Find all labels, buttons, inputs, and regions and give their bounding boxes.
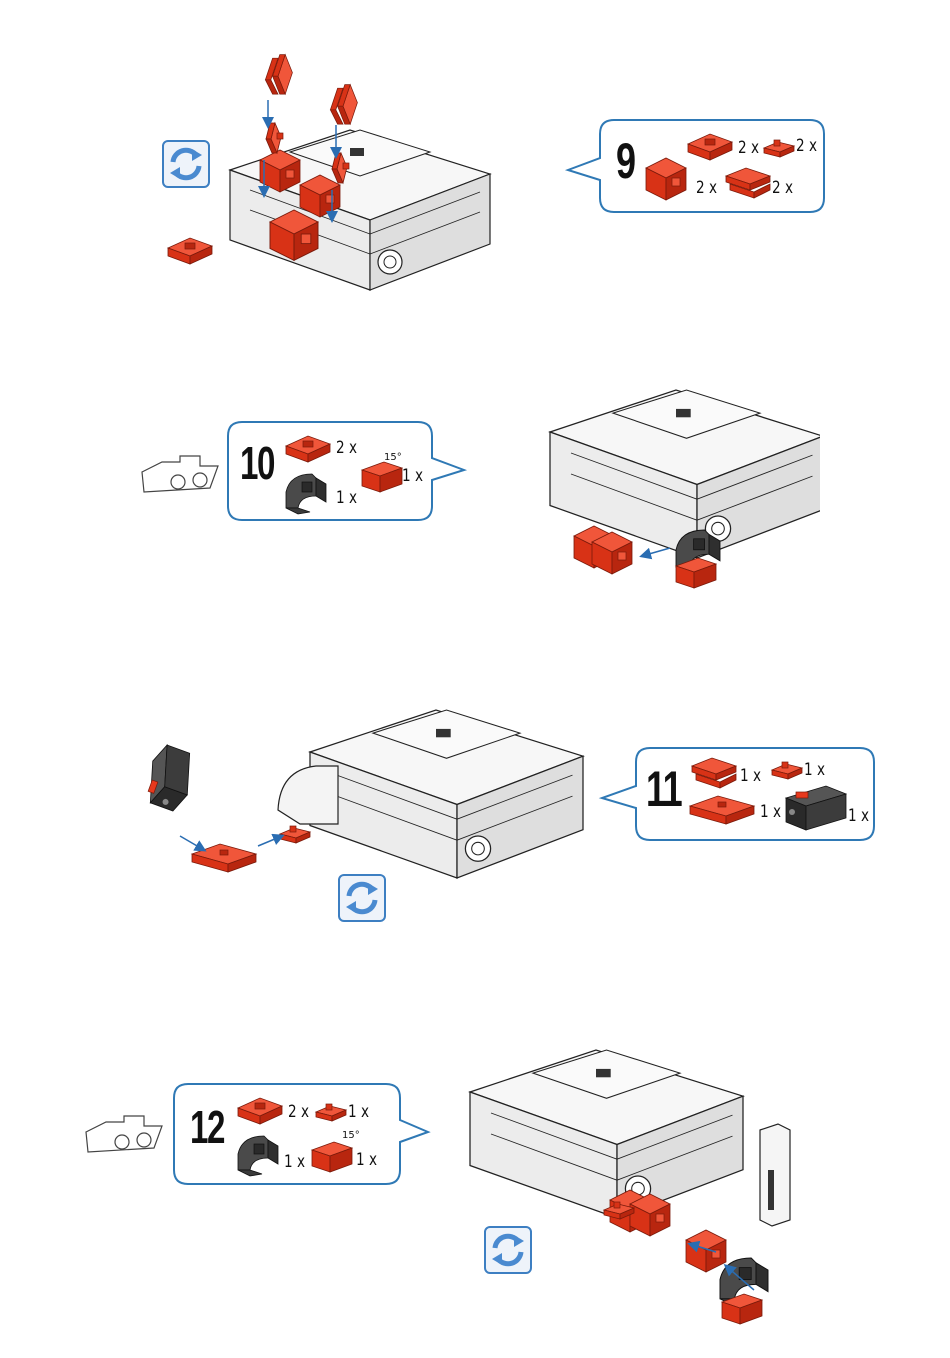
- part-quantity: 2 x: [772, 178, 793, 198]
- step-12-parts-callout: 12 2 x 1 x 1 x 15° 1 x: [172, 1082, 432, 1188]
- part-search-puzzle-icon: [140, 452, 220, 494]
- red-small-connector-icon: [316, 1104, 346, 1122]
- red-double-clip-icon: [692, 756, 736, 788]
- part-quantity: 2 x: [288, 1102, 309, 1122]
- step-number: 11: [646, 760, 681, 818]
- step-11-parts-callout: 11 1 x 1 x 1 x 1 x: [600, 746, 878, 844]
- black-mini-switch-icon: [786, 786, 846, 832]
- part-quantity: 1 x: [740, 766, 761, 786]
- part-quantity: 1 x: [336, 488, 357, 508]
- part-quantity: 2 x: [738, 138, 759, 158]
- red-double-clip-icon: [726, 166, 770, 198]
- red-small-connector-icon: [772, 762, 802, 780]
- step-9-parts-callout: 9 2 x 2 x 2 x 2 x: [566, 118, 828, 216]
- step-9-model-illustration: [160, 50, 540, 320]
- part-quantity: 1 x: [848, 806, 869, 826]
- angle-label: 15°: [342, 1130, 360, 1141]
- rotate-model-icon: [484, 1226, 532, 1274]
- part-quantity: 1 x: [284, 1152, 305, 1172]
- step-number: 10: [240, 436, 274, 490]
- part-quantity: 2 x: [336, 438, 357, 458]
- part-quantity: 2 x: [696, 178, 717, 198]
- red-flat-plate-icon: [238, 1098, 282, 1124]
- part-quantity: 2 x: [796, 136, 817, 156]
- part-search-puzzle-icon: [84, 1112, 164, 1154]
- step-number: 9: [616, 132, 635, 190]
- red-small-connector-icon: [764, 140, 794, 158]
- part-quantity: 1 x: [760, 802, 781, 822]
- step-10-model-illustration: [510, 380, 820, 600]
- red-flat-plate-icon: [688, 134, 732, 160]
- part-quantity: 1 x: [804, 760, 825, 780]
- red-flat-plate-icon: [286, 436, 330, 462]
- rotate-model-icon: [338, 874, 386, 922]
- step-12-model-illustration: [460, 1040, 810, 1350]
- part-quantity: 1 x: [402, 466, 423, 486]
- red-long-plate-icon: [690, 796, 754, 826]
- black-arc-block-icon: [238, 1136, 278, 1176]
- red-building-block-icon: [646, 158, 686, 200]
- step-number: 12: [190, 1100, 224, 1154]
- part-quantity: 1 x: [348, 1102, 369, 1122]
- step-10-parts-callout: 10 2 x 15° 1 x 1 x: [226, 420, 470, 524]
- red-angle-block-icon: [362, 462, 402, 492]
- black-arc-block-icon: [286, 474, 326, 514]
- red-angle-block-icon: [312, 1142, 352, 1172]
- rotate-model-icon: [162, 140, 210, 188]
- part-quantity: 1 x: [356, 1150, 377, 1170]
